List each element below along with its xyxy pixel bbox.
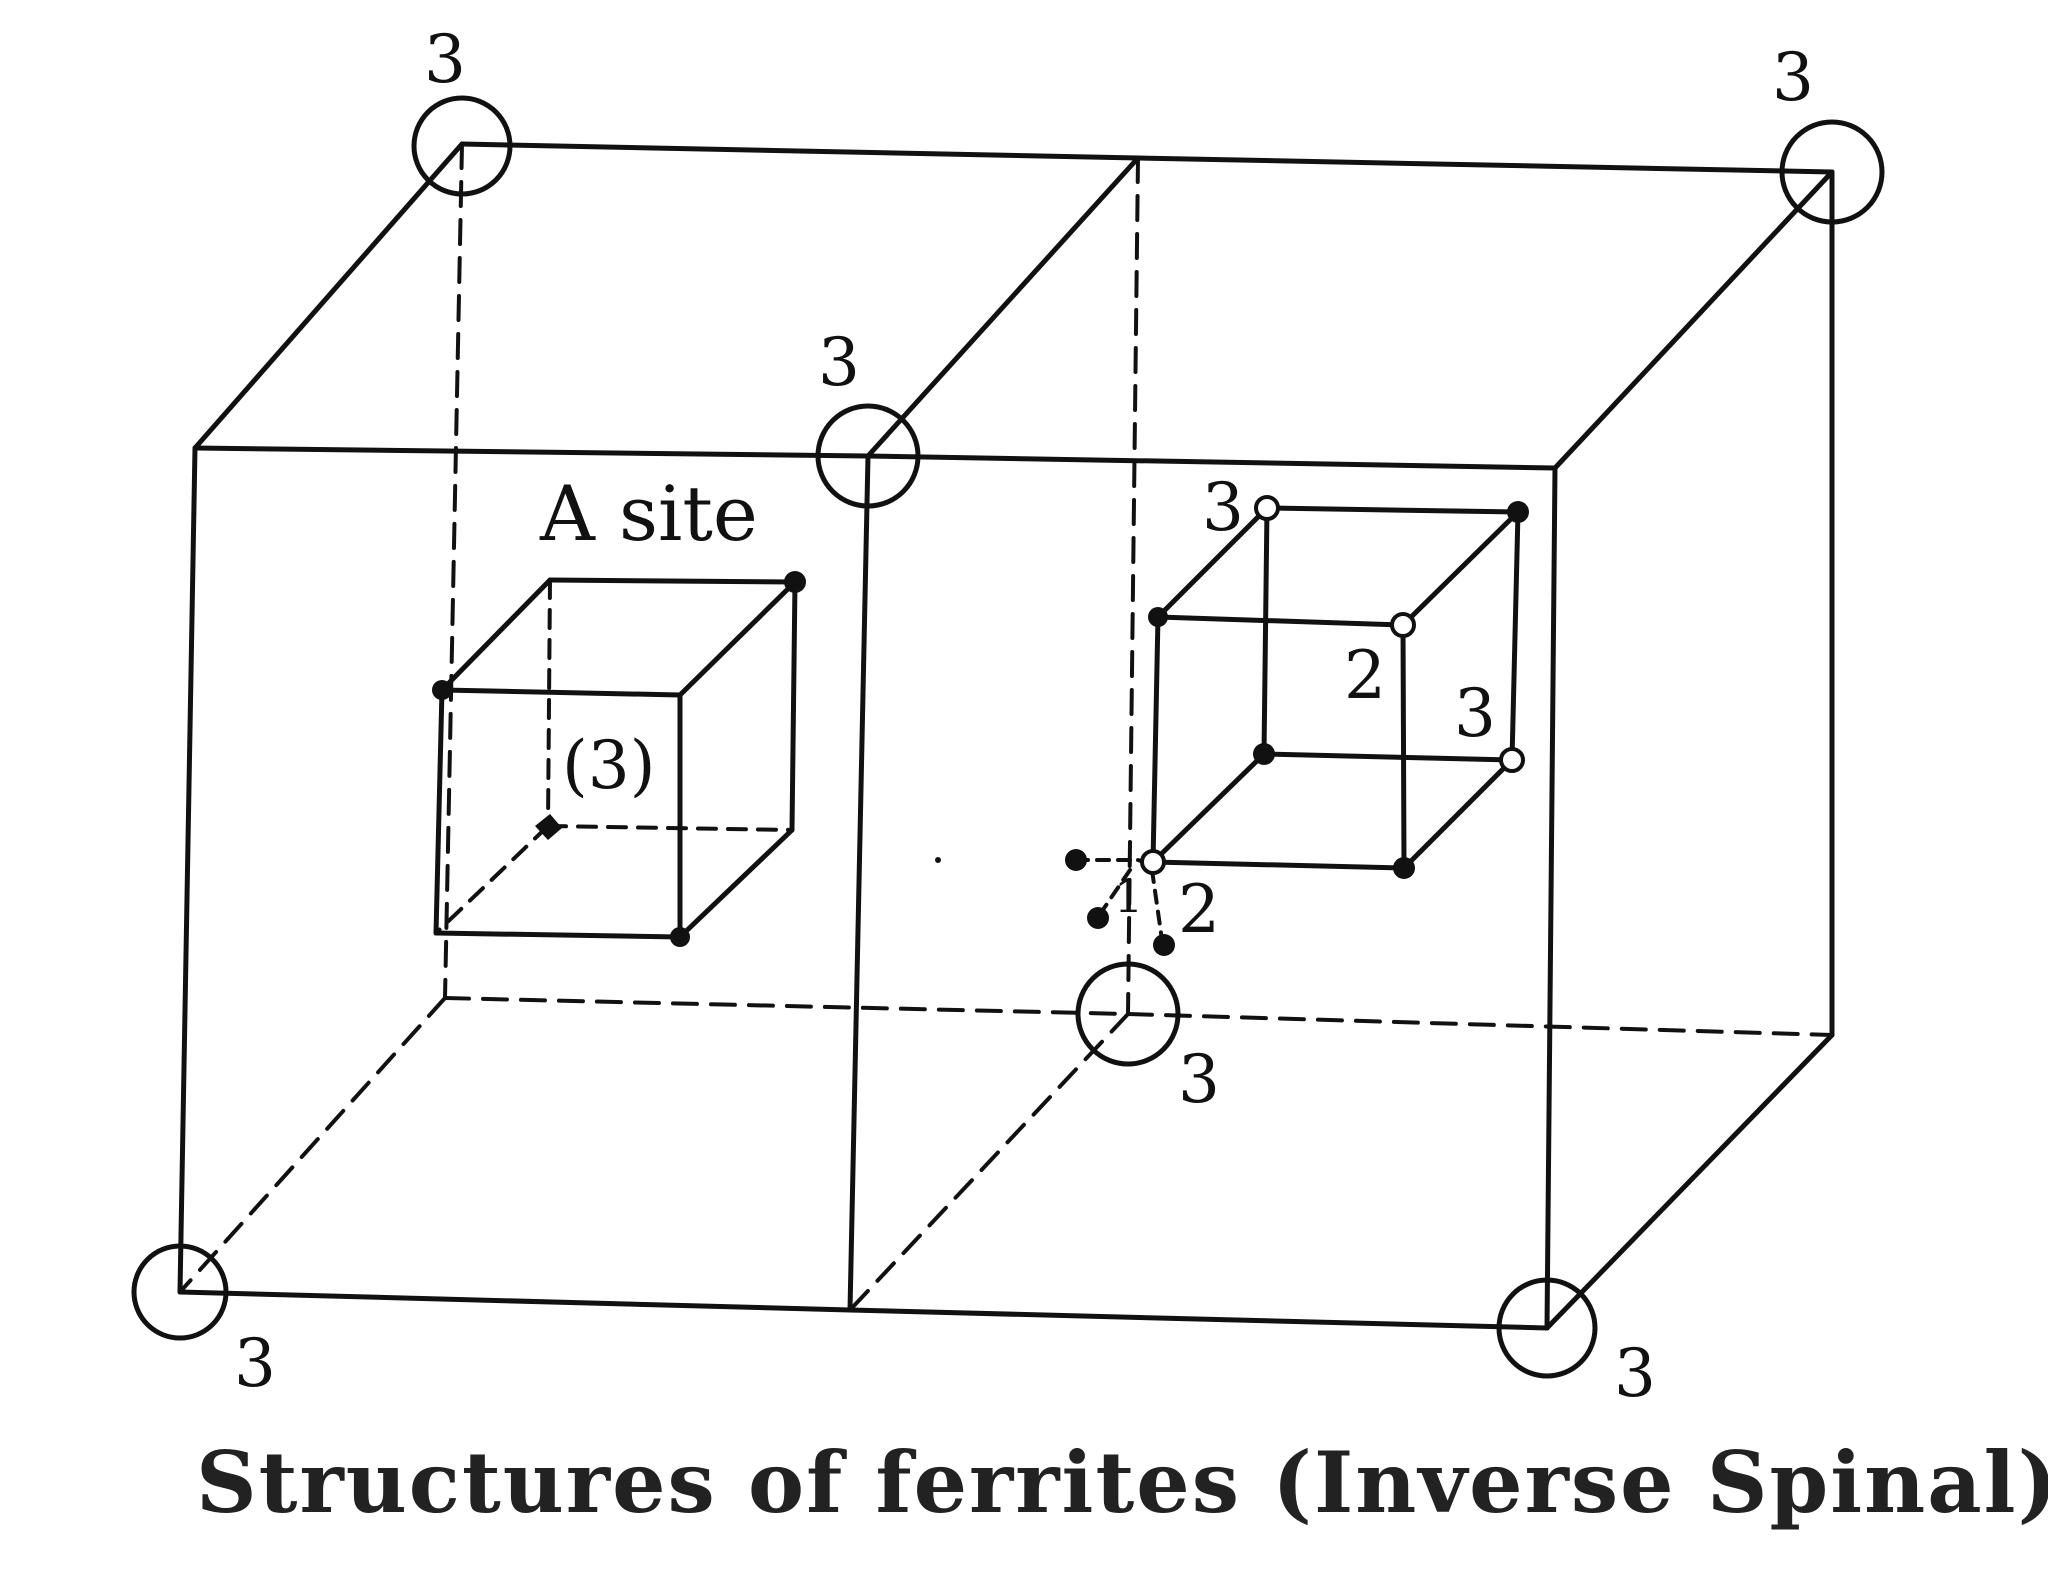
a-site-atoms xyxy=(432,571,806,947)
corner-label-front-middle: 3 xyxy=(818,324,860,401)
corner-circle-bottom-left xyxy=(131,1243,229,1341)
b-site-label-small-1: 1 xyxy=(1114,869,1143,923)
b-site-atoms xyxy=(935,495,1529,956)
corner-label-back-bottom-middle: 3 xyxy=(1178,1041,1220,1118)
corner-circle-bottom-right xyxy=(1496,1277,1598,1379)
b-site-label-mid: 2 xyxy=(1344,637,1386,714)
outer-cell-solid-edges xyxy=(177,141,1835,1331)
corner-label-bottom-left: 3 xyxy=(234,1325,276,1402)
a-site-subcube xyxy=(433,577,798,940)
corner-label-top-left: 3 xyxy=(424,21,466,98)
corner-circle-top-right xyxy=(1779,119,1885,225)
b-site-label-top: 3 xyxy=(1202,469,1244,546)
corner-label-bottom-right: 3 xyxy=(1614,1335,1656,1412)
b-site-labels: 3 2 3 1 2 xyxy=(1114,469,1496,948)
corner-circle-top-left xyxy=(411,95,513,197)
b-site-label-right: 3 xyxy=(1454,675,1496,752)
corner-label-top-right: 3 xyxy=(1772,39,1814,116)
outer-cell-hidden-edges xyxy=(178,142,1834,1312)
corner-circle-back-bottom-middle xyxy=(1075,961,1181,1067)
b-site-subcube xyxy=(1074,505,1521,942)
a-site-index-label: (3) xyxy=(562,727,656,804)
a-site-label: A site xyxy=(539,469,758,558)
corner-circles xyxy=(131,95,1885,1379)
b-site-label-small-2: 2 xyxy=(1178,871,1220,948)
corner-circle-front-middle xyxy=(815,403,921,509)
corner-labels: 3 3 3 3 3 3 xyxy=(234,21,1814,1412)
diagram-caption: Structures of ferrites (Inverse Spinal) xyxy=(196,1433,2048,1532)
